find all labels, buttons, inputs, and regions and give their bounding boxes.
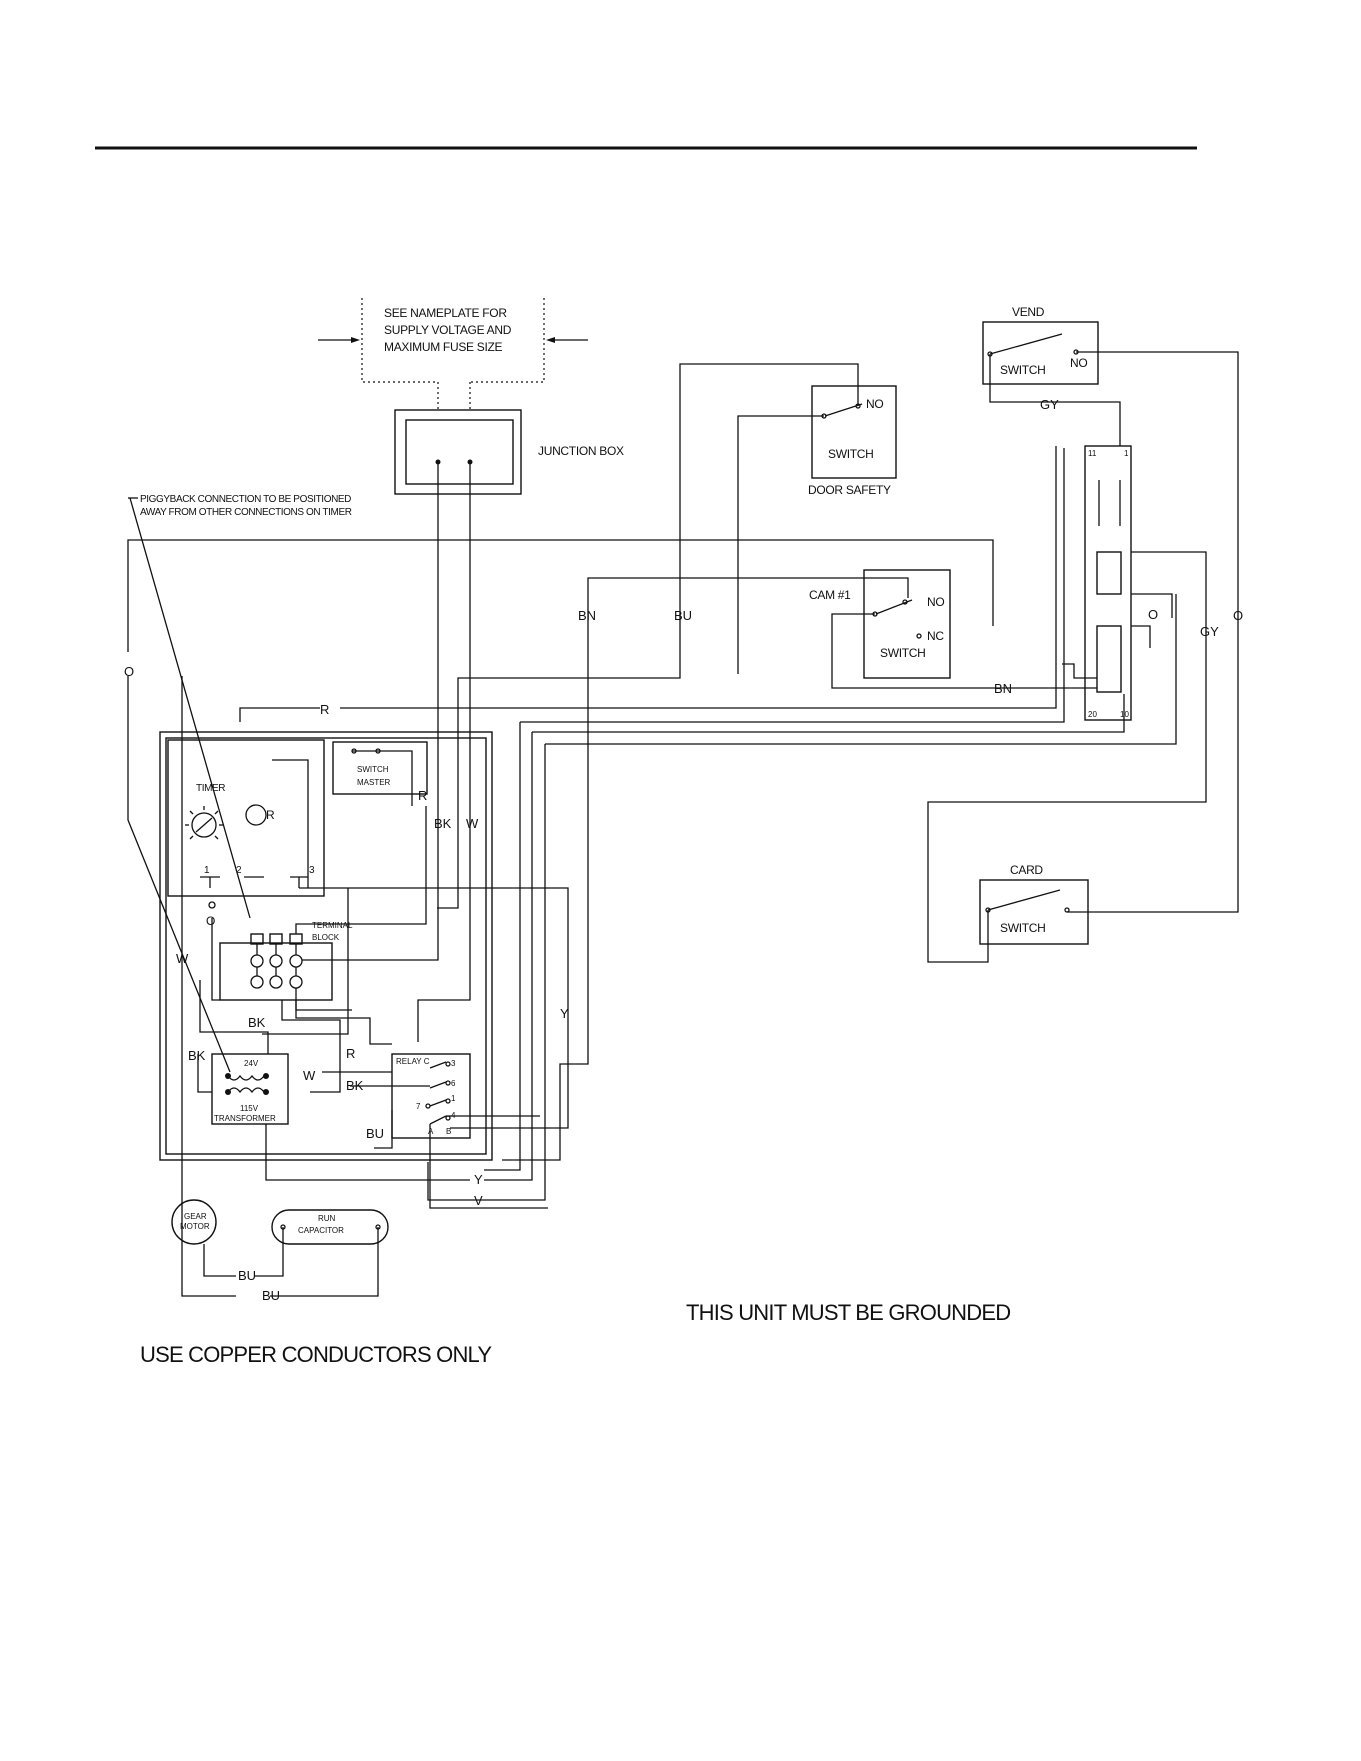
relay-title: RELAY C [396,1057,430,1066]
wire-bu-motor-1: BU [238,1268,256,1283]
wire-r-relay: R [346,1046,355,1061]
wire-y-right: Y [560,1006,569,1021]
relay-c: RELAY C 3 6 1 7 4 A B [391,1053,471,1139]
gear-motor: GEAR MOTOR [171,1199,217,1245]
junction-box: JUNCTION BOX [394,382,624,495]
wire-r-top: R [320,702,329,717]
run-capacitor-line-1: RUN [318,1214,336,1223]
wire-bn-left: BN [578,608,596,623]
wire-bk-relay: BK [346,1078,364,1093]
door-no-label: NO [866,397,883,411]
gear-motor-line-2: MOTOR [180,1222,210,1231]
ground-note: THIS UNIT MUST BE GROUNDED [686,1300,1010,1325]
connector-pin-1: 1 [1124,449,1129,458]
wiring [127,351,1239,1297]
master-switch-line-1: SWITCH [357,765,389,774]
wire-o-right-1: O [1233,608,1243,623]
transformer-label: TRANSFORMER [214,1114,276,1123]
connector-block: 11 1 20 10 [1084,445,1132,721]
master-switch-line-2: MASTER [357,778,391,787]
wire-gy-right: GY [1200,624,1219,639]
master-switch: SWITCH MASTER [332,741,428,795]
wire-r-master: R [418,788,427,803]
run-capacitor-line-2: CAPACITOR [298,1226,344,1235]
relay-pin-3: 3 [451,1059,456,1068]
timer-r-label: R [266,808,275,822]
timer-terminal-1: 1 [204,865,210,876]
cam-switch: CAM #1 NO NC SWITCH [809,569,951,679]
relay-pin-7: 7 [416,1102,421,1111]
relay-pin-b: B [446,1127,451,1136]
wire-bu-motor-2: BU [262,1288,280,1303]
relay-pin-6: 6 [451,1079,456,1088]
copper-note: USE COPPER CONDUCTORS ONLY [140,1342,492,1367]
card-switch-label: SWITCH [1000,921,1046,935]
timer-label: TIMER [196,783,225,794]
transformer-115v: 115V [240,1104,259,1113]
wire-bk-transformer: BK [188,1048,206,1063]
junction-box-label: JUNCTION BOX [538,444,624,458]
vend-switch: VEND SWITCH NO [982,305,1099,385]
vend-switch-label: SWITCH [1000,363,1046,377]
wire-w-transformer: W [303,1068,316,1083]
terminal-block: TERMINAL BLOCK [219,921,353,1001]
piggyback-line-1: PIGGYBACK CONNECTION TO BE POSITIONED [140,494,351,505]
door-safety-switch: NO SWITCH DOOR SAFETY [808,385,897,497]
transformer-24v: 24V [244,1059,259,1068]
nameplate-line-1: SEE NAMEPLATE FOR [384,306,507,320]
wire-gy-top: GY [1040,397,1059,412]
relay-pin-a: A [428,1127,434,1136]
piggyback-line-2: AWAY FROM OTHER CONNECTIONS ON TIMER [140,507,352,518]
wire-y-bottom: Y [474,1172,483,1187]
piggyback-note: PIGGYBACK CONNECTION TO BE POSITIONED AW… [128,494,352,919]
cam-title: CAM #1 [809,588,851,602]
vend-title: VEND [1012,305,1045,319]
gear-motor-line-1: GEAR [184,1212,207,1221]
cam-nc-label: NC [927,629,944,643]
wire-bu-mid: BU [674,608,692,623]
connector-pin-20: 20 [1088,710,1097,719]
connector-pin-10: 10 [1120,710,1129,719]
relay-pin-1: 1 [451,1094,456,1103]
transformer: 24V 115V TRANSFORMER [211,1053,289,1125]
run-capacitor: RUN CAPACITOR [271,1209,389,1245]
timer-terminal-2: 2 [236,865,242,876]
wire-o-left: O [124,664,134,679]
timer-terminal-3: 3 [309,865,315,876]
timer: TIMER R 1 2 3 O [167,739,325,928]
door-safety-title: DOOR SAFETY [808,483,891,497]
wire-bk-master: BK [434,816,452,831]
wire-bu-relay: BU [366,1126,384,1141]
wire-w-master: W [466,816,479,831]
terminal-block-line-1: TERMINAL [312,921,353,930]
wire-bn-cam: BN [994,681,1012,696]
wire-w-left: W [176,951,189,966]
card-title: CARD [1010,863,1043,877]
cam-no-label: NO [927,595,944,609]
wire-v-bottom: V [474,1193,483,1208]
card-switch: CARD SWITCH [979,863,1089,945]
door-switch-label: SWITCH [828,447,874,461]
control-box [159,731,493,1161]
terminal-block-line-2: BLOCK [312,933,340,942]
timer-o-label: O [206,914,215,928]
wire-o-right-2: O [1148,607,1158,622]
vend-no-label: NO [1070,356,1087,370]
connector-pin-11: 11 [1088,449,1097,458]
wire-labels: GY GY O O O BN BU BN R R BK W W BK BK W … [124,397,1243,1303]
nameplate-line-2: SUPPLY VOLTAGE AND [384,323,512,337]
cam-switch-label: SWITCH [880,646,926,660]
nameplate-note: SEE NAMEPLATE FOR SUPPLY VOLTAGE AND MAX… [318,298,588,383]
nameplate-line-3: MAXIMUM FUSE SIZE [384,340,503,354]
wire-bk-terminal: BK [248,1015,266,1030]
